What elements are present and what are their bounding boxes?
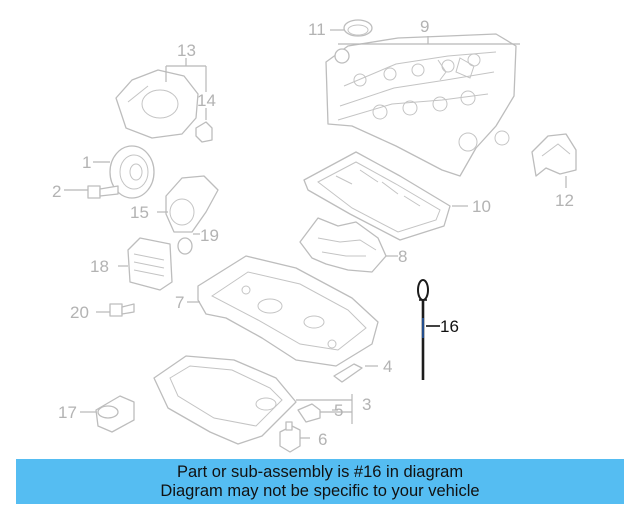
callout-16: 16 xyxy=(440,317,459,336)
callout-2: 2 xyxy=(52,182,61,201)
oil-filter-part xyxy=(95,395,135,433)
oil-cooler-part xyxy=(127,237,173,291)
callout-6: 6 xyxy=(318,430,327,449)
callout-5: 5 xyxy=(334,401,343,420)
callout-12: 12 xyxy=(555,191,574,210)
plug-part xyxy=(297,403,321,423)
gasket-part xyxy=(303,151,451,241)
callout-13: 13 xyxy=(177,41,196,60)
clip-part xyxy=(195,121,213,143)
callout-17: 17 xyxy=(58,403,77,422)
oil-cap-part xyxy=(334,19,373,64)
callout-8: 8 xyxy=(398,247,407,266)
callout-19: 19 xyxy=(200,226,219,245)
bolt-part xyxy=(87,185,119,199)
callout-9: 9 xyxy=(420,17,429,36)
o-ring-part xyxy=(177,237,193,255)
callout-1: 1 xyxy=(82,153,91,172)
dipstick-part xyxy=(417,279,429,380)
seal-housing-part xyxy=(165,175,219,233)
callout-11: 11 xyxy=(308,20,326,39)
callout-18: 18 xyxy=(90,257,109,276)
callout-20: 20 xyxy=(70,303,89,322)
valve-cover-part xyxy=(325,33,517,177)
timing-cover-part xyxy=(115,69,199,139)
banner-line-2: Diagram may not be specific to your vehi… xyxy=(160,481,480,500)
bolt-part-2 xyxy=(109,303,135,317)
banner-line-1: Part or sub-assembly is #16 in diagram xyxy=(176,462,464,481)
shield-part xyxy=(531,133,577,177)
callout-15: 15 xyxy=(130,203,149,222)
callout-4: 4 xyxy=(383,357,392,376)
callout-labels: 1 2 3 4 5 6 7 8 9 10 11 12 13 14 15 16 1… xyxy=(52,17,574,449)
callout-7: 7 xyxy=(175,293,184,312)
callout-3: 3 xyxy=(362,395,371,414)
baffle-part xyxy=(299,217,387,273)
upper-oil-pan-part xyxy=(197,255,379,367)
lower-oil-pan-part xyxy=(153,355,297,445)
pulley-part xyxy=(109,145,155,199)
leader-lines xyxy=(64,29,567,439)
callout-10: 10 xyxy=(472,197,491,216)
sensor-part xyxy=(333,363,363,383)
info-banner: Part or sub-assembly is #16 in diagram D… xyxy=(16,459,624,504)
drain-screw-part xyxy=(279,421,301,453)
callout-14: 14 xyxy=(197,91,216,110)
